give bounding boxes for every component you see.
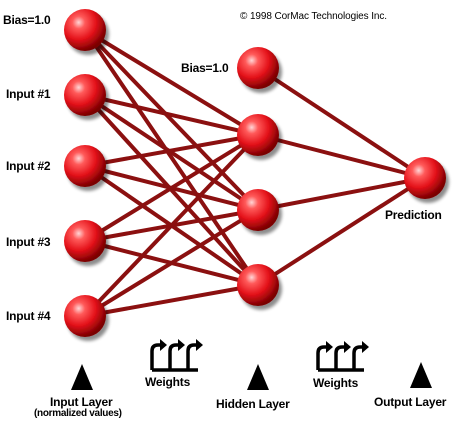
weights-arrows-icon [316,345,364,372]
input-node-1 [64,74,106,116]
edge [256,66,427,180]
input-label-1: Input #1 [6,87,51,101]
up-arrow-icon [71,364,93,390]
hidden-output-edges [256,66,427,287]
edge [256,176,427,212]
input-label-3: Input #3 [6,235,51,249]
weights-caption-right: Weights [313,376,359,390]
hidden-node-1 [237,114,279,156]
edge [256,176,427,287]
edge [83,28,260,212]
up-arrow-icon [410,362,432,388]
input-node-3 [64,220,106,262]
hidden-nodes [237,47,279,306]
edge [83,93,260,137]
edge [83,208,260,318]
hidden-label-bias: Bias=1.0 [181,61,229,75]
edge [83,133,260,243]
input-label-bias: Bias=1.0 [3,13,51,27]
input-label-4: Input #4 [6,309,51,323]
edge [256,133,427,180]
input-hidden-edges [83,28,260,318]
input-node-bias [64,9,106,51]
input-node-4 [64,295,106,337]
weights-caption-left: Weights [145,375,191,389]
input-nodes [64,9,106,337]
edge [83,283,260,318]
hidden-node-bias [237,47,279,89]
hidden-node-3 [237,264,279,306]
input-node-2 [64,145,106,187]
edge [83,28,260,287]
copyright-notice: © 1998 CorMac Technologies Inc. [240,11,387,22]
layer-arrows [71,362,432,390]
output-label: Prediction [385,208,442,222]
input-layer-caption: Input Layer [50,395,113,409]
output-layer-caption: Output Layer [374,395,447,409]
output-node [404,157,446,199]
input-label-2: Input #2 [6,159,51,173]
edge [83,133,260,168]
weights-arrowheads-icon [160,339,203,351]
weights-arrows-icon [150,343,198,372]
input-layer-subcaption: (normalized values) [34,408,122,419]
up-arrow-icon [247,364,269,390]
edge [83,133,260,318]
weights-arrowheads-icon [326,341,369,353]
output-nodes [404,157,446,199]
hidden-node-2 [237,189,279,231]
edge [83,28,260,137]
hidden-layer-caption: Hidden Layer [216,397,290,411]
